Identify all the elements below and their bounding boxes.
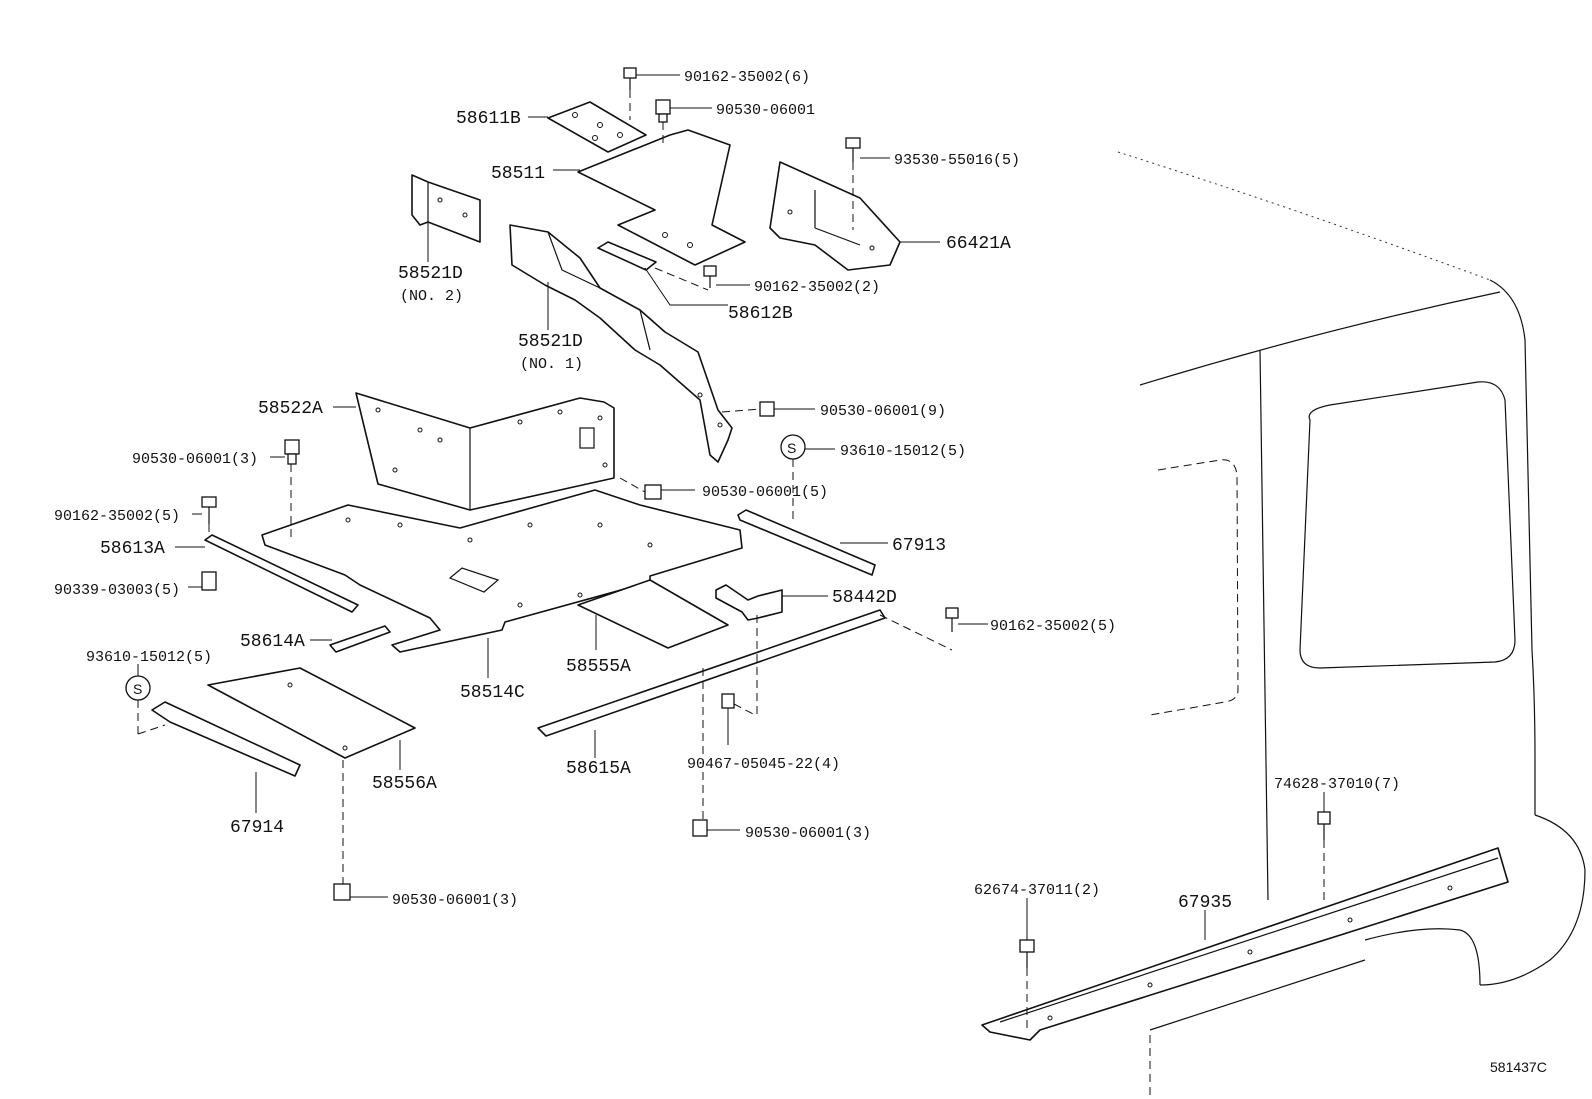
part-58614A <box>329 625 391 653</box>
screw-62674-37011 <box>1019 939 1035 968</box>
fasteners <box>125 67 1331 968</box>
part-67914 <box>151 701 301 777</box>
part-58511 <box>577 129 746 266</box>
label-58521D-no2: 58521D <box>398 264 463 284</box>
label-90467-05045-22-4: 90467-05045-22(4) <box>687 756 840 773</box>
label-90530-06001-3a: 90530-06001(3) <box>132 451 258 468</box>
part-67935 <box>981 847 1509 1041</box>
bolt-90530-06001-3a <box>284 439 300 465</box>
label-58556A: 58556A <box>372 774 437 794</box>
part-58611B <box>547 101 647 153</box>
label-93610-15012-5b: 93610-15012(5) <box>86 649 212 666</box>
leader-lines <box>137 74 1325 940</box>
label-58611B: 58611B <box>456 109 521 129</box>
part-58514C <box>261 489 743 653</box>
label-58514C: 58514C <box>460 683 525 703</box>
van-body-outline <box>1117 151 1586 1095</box>
part-58556A <box>207 667 416 759</box>
diagram-code: 581437C <box>1490 1059 1547 1075</box>
label-58442D: 58442D <box>832 588 897 608</box>
screw-90162-35002-6 <box>623 67 637 90</box>
part-58612B <box>597 241 657 271</box>
bolt-90530-06001-3c <box>333 883 351 901</box>
label-90530-06001-9: 90530-06001(9) <box>820 403 946 420</box>
label-67913: 67913 <box>892 536 946 556</box>
label-58612B: 58612B <box>728 304 793 324</box>
part-58555A <box>577 579 729 649</box>
part-58615A <box>537 609 886 737</box>
label-67935: 67935 <box>1178 893 1232 913</box>
part-58613A <box>204 534 359 613</box>
label-90530-06001-3b: 90530-06001(3) <box>745 825 871 842</box>
part-58521D-no2 <box>411 174 481 243</box>
label-90530-06001: 90530-06001 <box>716 102 815 119</box>
label-62674-37011-2: 62674-37011(2) <box>974 882 1100 899</box>
part-67913 <box>737 509 876 576</box>
label-90162-35002-2: 90162-35002(2) <box>754 279 880 296</box>
bolt-90530-06001 <box>655 99 671 123</box>
label-74628-37010-7: 74628-37010(7) <box>1274 776 1400 793</box>
part-labels: 90162-35002(6) 90530-06001 58611B 58511 … <box>54 69 1547 1075</box>
label-90339-03003-5: 90339-03003(5) <box>54 582 180 599</box>
label-58521D-no2-sub: (NO. 2) <box>400 288 463 305</box>
part-58522A <box>355 392 615 511</box>
bolt-90530-06001-9 <box>759 401 775 417</box>
label-90530-06001-3c: 90530-06001(3) <box>392 892 518 909</box>
label-58555A: 58555A <box>566 657 631 677</box>
bolt-90530-06001-5 <box>644 484 662 500</box>
s-symbol-label-b: S <box>133 681 142 697</box>
label-66421A: 66421A <box>946 234 1011 254</box>
screw-90162-35002-5a <box>201 496 217 524</box>
label-67914: 67914 <box>230 818 284 838</box>
label-58615A: 58615A <box>566 759 631 779</box>
label-93610-15012-5a: 93610-15012(5) <box>840 443 966 460</box>
label-58522A: 58522A <box>258 399 323 419</box>
nut-90339-03003 <box>201 571 217 591</box>
label-58614A: 58614A <box>240 632 305 652</box>
part-66421A <box>769 161 901 271</box>
label-90530-06001-5: 90530-06001(5) <box>702 484 828 501</box>
screw-90162-35002-2 <box>703 265 717 288</box>
label-90162-35002-5a: 90162-35002(5) <box>54 508 180 525</box>
dashed-guides <box>137 90 1325 1030</box>
label-93530-55016-5: 93530-55016(5) <box>894 152 1020 169</box>
bolt-90530-06001-3b <box>692 819 708 837</box>
label-58613A: 58613A <box>100 539 165 559</box>
clip-90467-05045-22 <box>721 693 735 709</box>
label-90162-35002-6: 90162-35002(6) <box>684 69 810 86</box>
screw-74628-37010 <box>1317 811 1331 840</box>
s-symbol-label-a: S <box>787 440 796 456</box>
label-90162-35002-5b: 90162-35002(5) <box>990 618 1116 635</box>
part-58442D <box>715 584 783 621</box>
screw-90162-35002-5b <box>945 607 959 632</box>
label-58511: 58511 <box>491 164 545 184</box>
label-58521D-no1-sub: (NO. 1) <box>520 356 583 373</box>
screw-93530-55016 <box>845 137 861 162</box>
label-58521D-no1: 58521D <box>518 332 583 352</box>
part-58521D-no1 <box>509 224 733 463</box>
